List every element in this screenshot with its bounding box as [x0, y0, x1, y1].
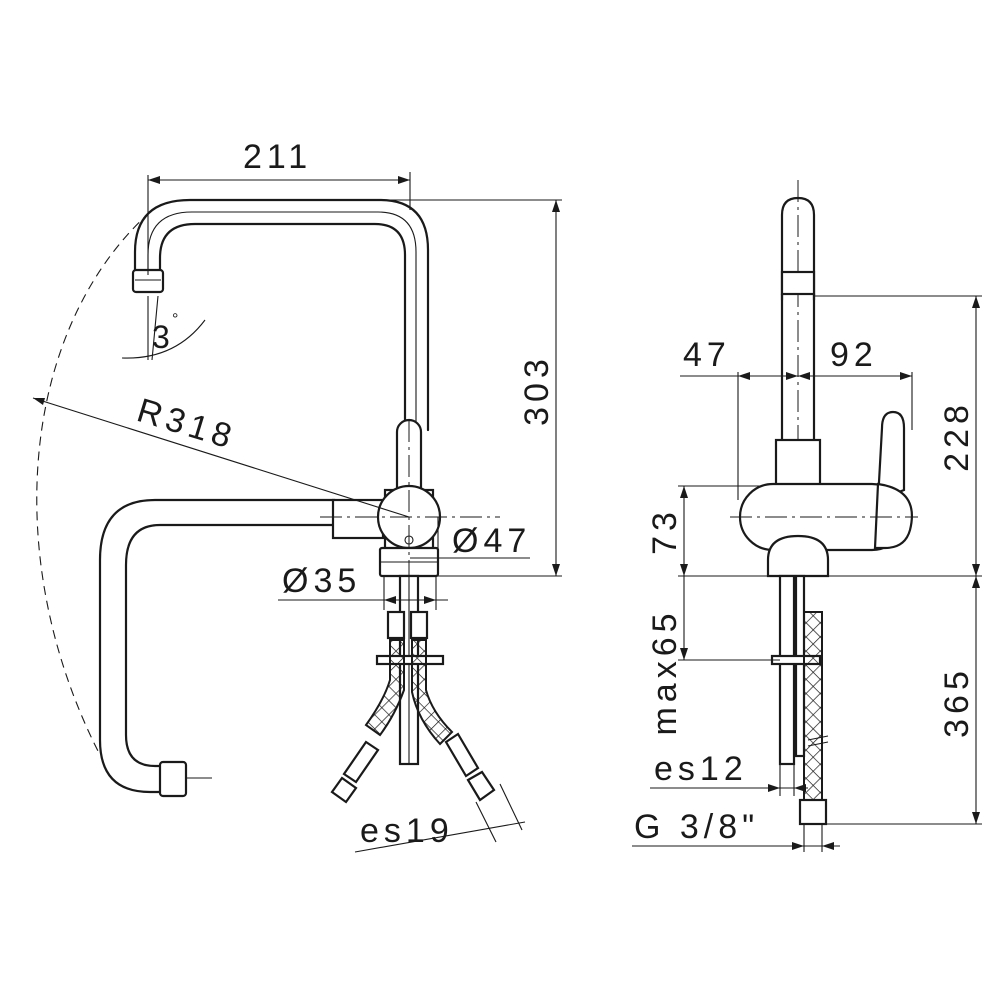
- dim-73: 73: [646, 507, 684, 555]
- angle-label: 3: [152, 319, 175, 355]
- dim-365: 365: [938, 666, 976, 738]
- spout-joint: [331, 498, 385, 540]
- side-view: 47 92 228 73 max65 365 es12: [632, 180, 982, 852]
- dim-dia47: Ø47: [452, 522, 531, 560]
- dim-47: 47: [683, 336, 731, 374]
- dim-228: 228: [938, 400, 976, 472]
- side-hose-fitting: [798, 798, 828, 826]
- side-lever: [876, 410, 906, 502]
- mounting-plate: [375, 654, 445, 666]
- side-aerator: [780, 270, 816, 296]
- side-base: [766, 534, 830, 578]
- dim-r318: R318: [133, 391, 241, 457]
- dim-92: 92: [830, 336, 878, 374]
- rotated-aerator: [158, 760, 188, 798]
- dim-es12: es12: [654, 750, 748, 788]
- side-rod: [778, 574, 796, 766]
- hose-right: [411, 639, 454, 746]
- side-spout: [780, 196, 816, 302]
- dim-dia35: Ø35: [282, 562, 361, 600]
- swing-arc: [36, 211, 151, 756]
- side-hose: [803, 611, 823, 801]
- dim-303: 303: [518, 354, 556, 426]
- hose-connector-right: [409, 610, 429, 640]
- front-view: 3 °: [32, 138, 562, 853]
- hose-left: [364, 639, 405, 737]
- dim-211: 211: [243, 138, 312, 176]
- spout-rotated: [98, 498, 337, 794]
- dim-max65: max65: [646, 608, 684, 735]
- dim-es19: es19: [360, 812, 454, 850]
- hose-connector-left: [386, 610, 406, 640]
- degree-mark: °: [172, 311, 183, 328]
- dim-thread: G 3/8": [634, 808, 759, 846]
